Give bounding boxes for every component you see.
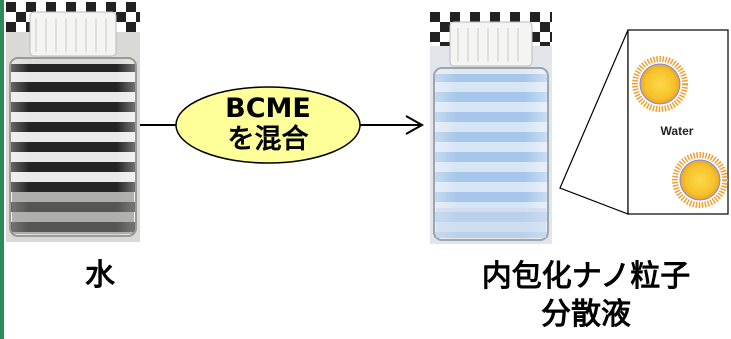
- medium-label: Water: [660, 124, 694, 138]
- reagent-bubble: [175, 86, 361, 164]
- caption-water: 水: [85, 258, 115, 293]
- nanoparticle-icon: [672, 152, 728, 208]
- vial-dispersion-photo: [430, 12, 552, 244]
- reagent-bubble-label: BCME を混合: [178, 86, 358, 162]
- caption-product-line2: 分散液: [541, 297, 631, 332]
- reagent-name: BCME: [225, 93, 311, 124]
- caption-product: 内包化ナノ粒子 分散液: [456, 258, 716, 334]
- nanoparticle-icon: [632, 56, 688, 112]
- vial-water-photo: [6, 2, 140, 242]
- caption-product-line1: 内包化ナノ粒子: [481, 259, 691, 294]
- left-accent-rule: [0, 0, 4, 339]
- mix-instruction: を混合: [227, 124, 309, 155]
